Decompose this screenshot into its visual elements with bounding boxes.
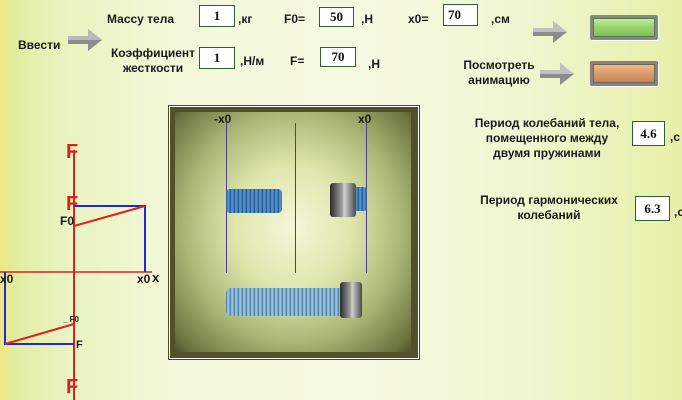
f0-input[interactable] bbox=[319, 7, 354, 27]
period-harmonic-line2: колебаний bbox=[517, 208, 581, 222]
graph-f-lower: F bbox=[76, 339, 83, 351]
lower-spring bbox=[226, 288, 346, 316]
view-animation-label: Посмотреть анимацию bbox=[452, 58, 546, 88]
mass-unit: ,кг bbox=[238, 12, 253, 26]
f-unit: ,Н bbox=[368, 57, 380, 71]
graph-f0-label: F0 bbox=[60, 214, 75, 228]
f-label: F= bbox=[290, 54, 305, 68]
period-two-springs-line1: Период колебаний тела, bbox=[474, 116, 620, 130]
f-input[interactable] bbox=[320, 47, 356, 67]
period-two-springs-line2: помещенного между bbox=[485, 131, 609, 145]
scene-left-marker: -x0 bbox=[214, 112, 232, 126]
period-harmonic-line1: Период гармонических bbox=[480, 193, 618, 207]
graph-f-top: F bbox=[66, 141, 79, 163]
stiffness-unit: ,Н/м bbox=[240, 54, 265, 68]
graph-f-bottom: F bbox=[66, 376, 79, 398]
x0-unit: ,см bbox=[491, 12, 510, 26]
lower-body bbox=[340, 282, 362, 318]
f0-label: F0= bbox=[284, 12, 306, 26]
period-two-springs-line3: двумя пружинами bbox=[493, 146, 601, 160]
period-two-springs-label: Период колебаний тела, помещенного между… bbox=[462, 116, 632, 161]
x0-input[interactable] bbox=[443, 4, 478, 26]
upper-force-line bbox=[73, 205, 146, 227]
graph-f-mid: F bbox=[66, 193, 79, 215]
graph-x0-left: x0 bbox=[0, 272, 14, 286]
graph-neg-f0-label: _ F0 bbox=[63, 315, 80, 324]
scene-right-marker: x0 bbox=[358, 112, 372, 126]
enter-label: Ввести bbox=[18, 38, 61, 52]
view-animation-arrow-icon bbox=[540, 63, 574, 85]
view-animation-button[interactable] bbox=[590, 61, 658, 86]
force-graph bbox=[0, 150, 152, 400]
stiffness-input[interactable] bbox=[199, 47, 235, 69]
period-two-springs-unit: ,с bbox=[670, 130, 681, 144]
period-two-springs-output bbox=[632, 121, 665, 146]
enter-button-arrow-icon bbox=[533, 21, 567, 43]
mass-label: Массу тела bbox=[107, 12, 175, 26]
f0-unit: ,Н bbox=[361, 12, 373, 26]
period-harmonic-unit: ,с bbox=[674, 205, 682, 219]
view-animation-line1: Посмотреть bbox=[463, 58, 535, 72]
animation-scene: -x0 x0 bbox=[169, 106, 419, 359]
x0-label: x0= bbox=[408, 12, 429, 26]
upper-body bbox=[330, 183, 356, 217]
graph-x0-right: x0 bbox=[137, 272, 151, 286]
period-harmonic-label: Период гармонических колебаний bbox=[474, 193, 624, 223]
mass-input[interactable] bbox=[199, 5, 235, 27]
graph-x-axis-label: x bbox=[152, 270, 160, 285]
lower-force-line bbox=[4, 323, 75, 345]
upper-spring-left bbox=[226, 189, 282, 213]
stiffness-label: Коэффициент жесткости bbox=[103, 46, 203, 76]
stiffness-label-line2: жесткости bbox=[122, 61, 184, 75]
period-harmonic-output bbox=[635, 196, 670, 221]
stiffness-label-line1: Коэффициент bbox=[110, 46, 196, 60]
enter-button[interactable] bbox=[590, 15, 658, 40]
view-animation-line2: анимацию bbox=[468, 73, 530, 87]
scene-backdrop bbox=[175, 112, 411, 352]
center-guide-line bbox=[295, 123, 296, 273]
enter-arrow-icon bbox=[68, 29, 102, 51]
